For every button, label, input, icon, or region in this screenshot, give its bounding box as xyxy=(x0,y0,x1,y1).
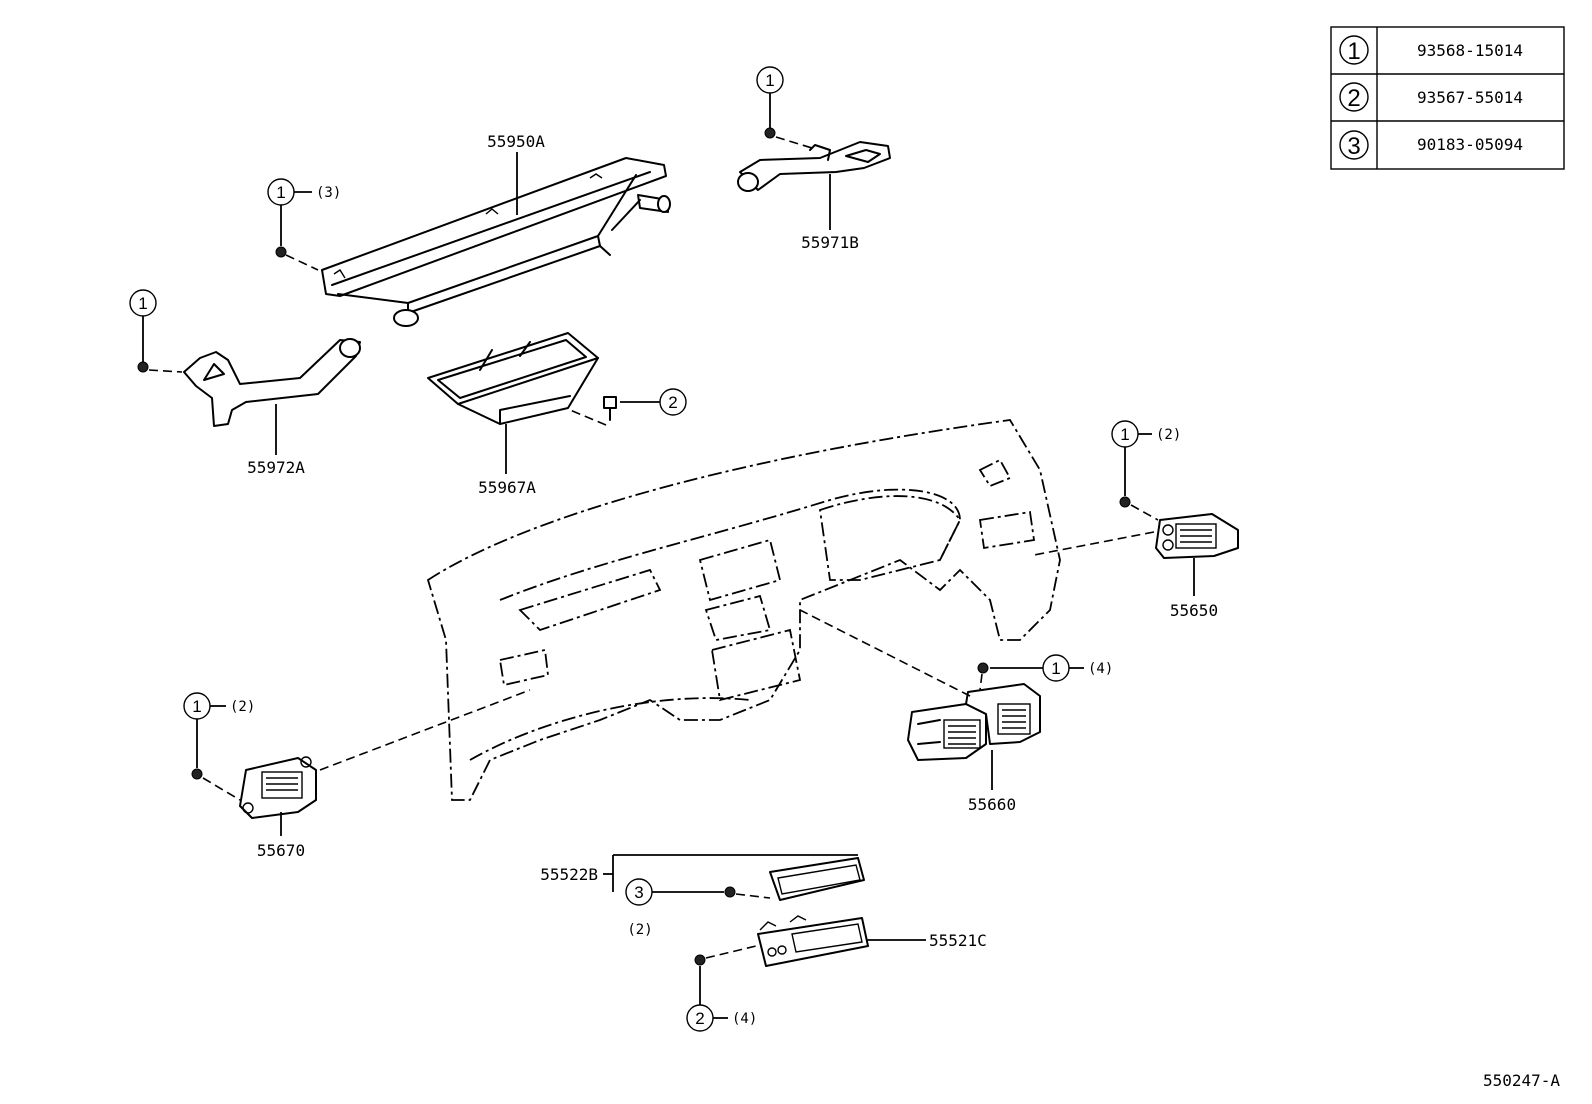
screw-icon xyxy=(603,396,617,421)
callout-ref: 2 xyxy=(668,393,677,412)
legend-part-number-1: 93568-15014 xyxy=(1417,41,1523,60)
diagram-code: 550247-A xyxy=(1483,1071,1560,1090)
callout-qty: (4) xyxy=(1088,661,1113,677)
legend-table: 1 93568-15014 2 93567-55014 3 90183-0509… xyxy=(1330,26,1565,170)
instrument-panel xyxy=(426,419,1061,801)
callout-ref: 1 xyxy=(138,294,147,313)
legend-row-2: 2 93567-55014 xyxy=(1339,82,1523,112)
screw-icon xyxy=(1119,496,1131,508)
label-55650: 55650 xyxy=(1170,601,1218,620)
callout-ref: 1 xyxy=(1051,659,1060,678)
callout-qty: (3) xyxy=(316,185,341,201)
legend-part-number-3: 90183-05094 xyxy=(1417,135,1523,154)
callout-qty: (2) xyxy=(230,699,255,715)
callout-55650-screw: 1 (2) xyxy=(1111,420,1181,521)
callout-ref: 1 xyxy=(765,71,774,90)
dash-55670-to-panel xyxy=(319,689,531,771)
callout-55950A-screw: 1 (3) xyxy=(267,178,341,271)
callout-55660-screw: 1 (4) xyxy=(977,654,1113,691)
part-55950A-duct xyxy=(321,157,671,327)
label-55522B: 55522B xyxy=(540,865,598,884)
label-55670: 55670 xyxy=(257,841,305,860)
screw-icon xyxy=(275,246,287,258)
part-55660-vent xyxy=(907,683,1041,761)
callout-ref: 1 xyxy=(1120,425,1129,444)
callout-ref: 1 xyxy=(192,697,201,716)
screw-icon xyxy=(137,361,149,373)
legend-part-number-2: 93567-55014 xyxy=(1417,88,1523,107)
legend-row-1: 1 93568-15014 xyxy=(1339,35,1523,65)
callout-ref: 3 xyxy=(634,883,643,902)
legend-ref-1: 1 xyxy=(1347,38,1360,65)
screw-icon xyxy=(191,768,203,780)
label-55967A: 55967A xyxy=(478,478,536,497)
label-55950A: 55950A xyxy=(487,132,545,151)
screw-icon xyxy=(764,127,776,139)
callout-qty: (4) xyxy=(732,1011,757,1027)
label-55660: 55660 xyxy=(968,795,1016,814)
dash-55660-to-panel xyxy=(799,609,971,697)
part-55670-vent xyxy=(239,756,317,819)
clip-icon xyxy=(724,886,736,898)
callout-55971B-screw: 1 xyxy=(756,66,813,149)
legend-ref-3: 3 xyxy=(1347,133,1360,160)
part-55521C-panel xyxy=(757,915,869,967)
label-55521C: 55521C xyxy=(929,931,987,950)
screw-icon xyxy=(694,954,706,966)
label-55971B: 55971B xyxy=(801,233,859,252)
callout-qty: (2) xyxy=(627,922,652,938)
callout-55521C-screw: 2 (4) xyxy=(686,945,757,1032)
part-55967A-duct xyxy=(427,332,599,425)
screw-icon xyxy=(977,662,989,674)
callout-qty: (2) xyxy=(1156,427,1181,443)
part-55650-vent xyxy=(1155,513,1239,559)
callout-55522B-screw: 3 (2) xyxy=(612,878,771,938)
part-55972A-duct xyxy=(183,338,361,427)
label-55972A: 55972A xyxy=(247,458,305,477)
callout-ref: 1 xyxy=(276,183,285,202)
part-55522B-panel xyxy=(769,857,865,901)
callout-55670-screw: 1 (2) xyxy=(183,692,255,801)
legend-row-3: 3 90183-05094 xyxy=(1339,130,1523,160)
dash-55650-to-panel xyxy=(1033,531,1155,556)
legend-ref-2: 2 xyxy=(1347,85,1360,112)
callout-55972A-screw: 1 xyxy=(129,289,183,373)
callout-55967A-screw: 2 xyxy=(569,388,687,426)
part-55971B-duct xyxy=(737,141,891,192)
callout-ref: 2 xyxy=(695,1009,704,1028)
